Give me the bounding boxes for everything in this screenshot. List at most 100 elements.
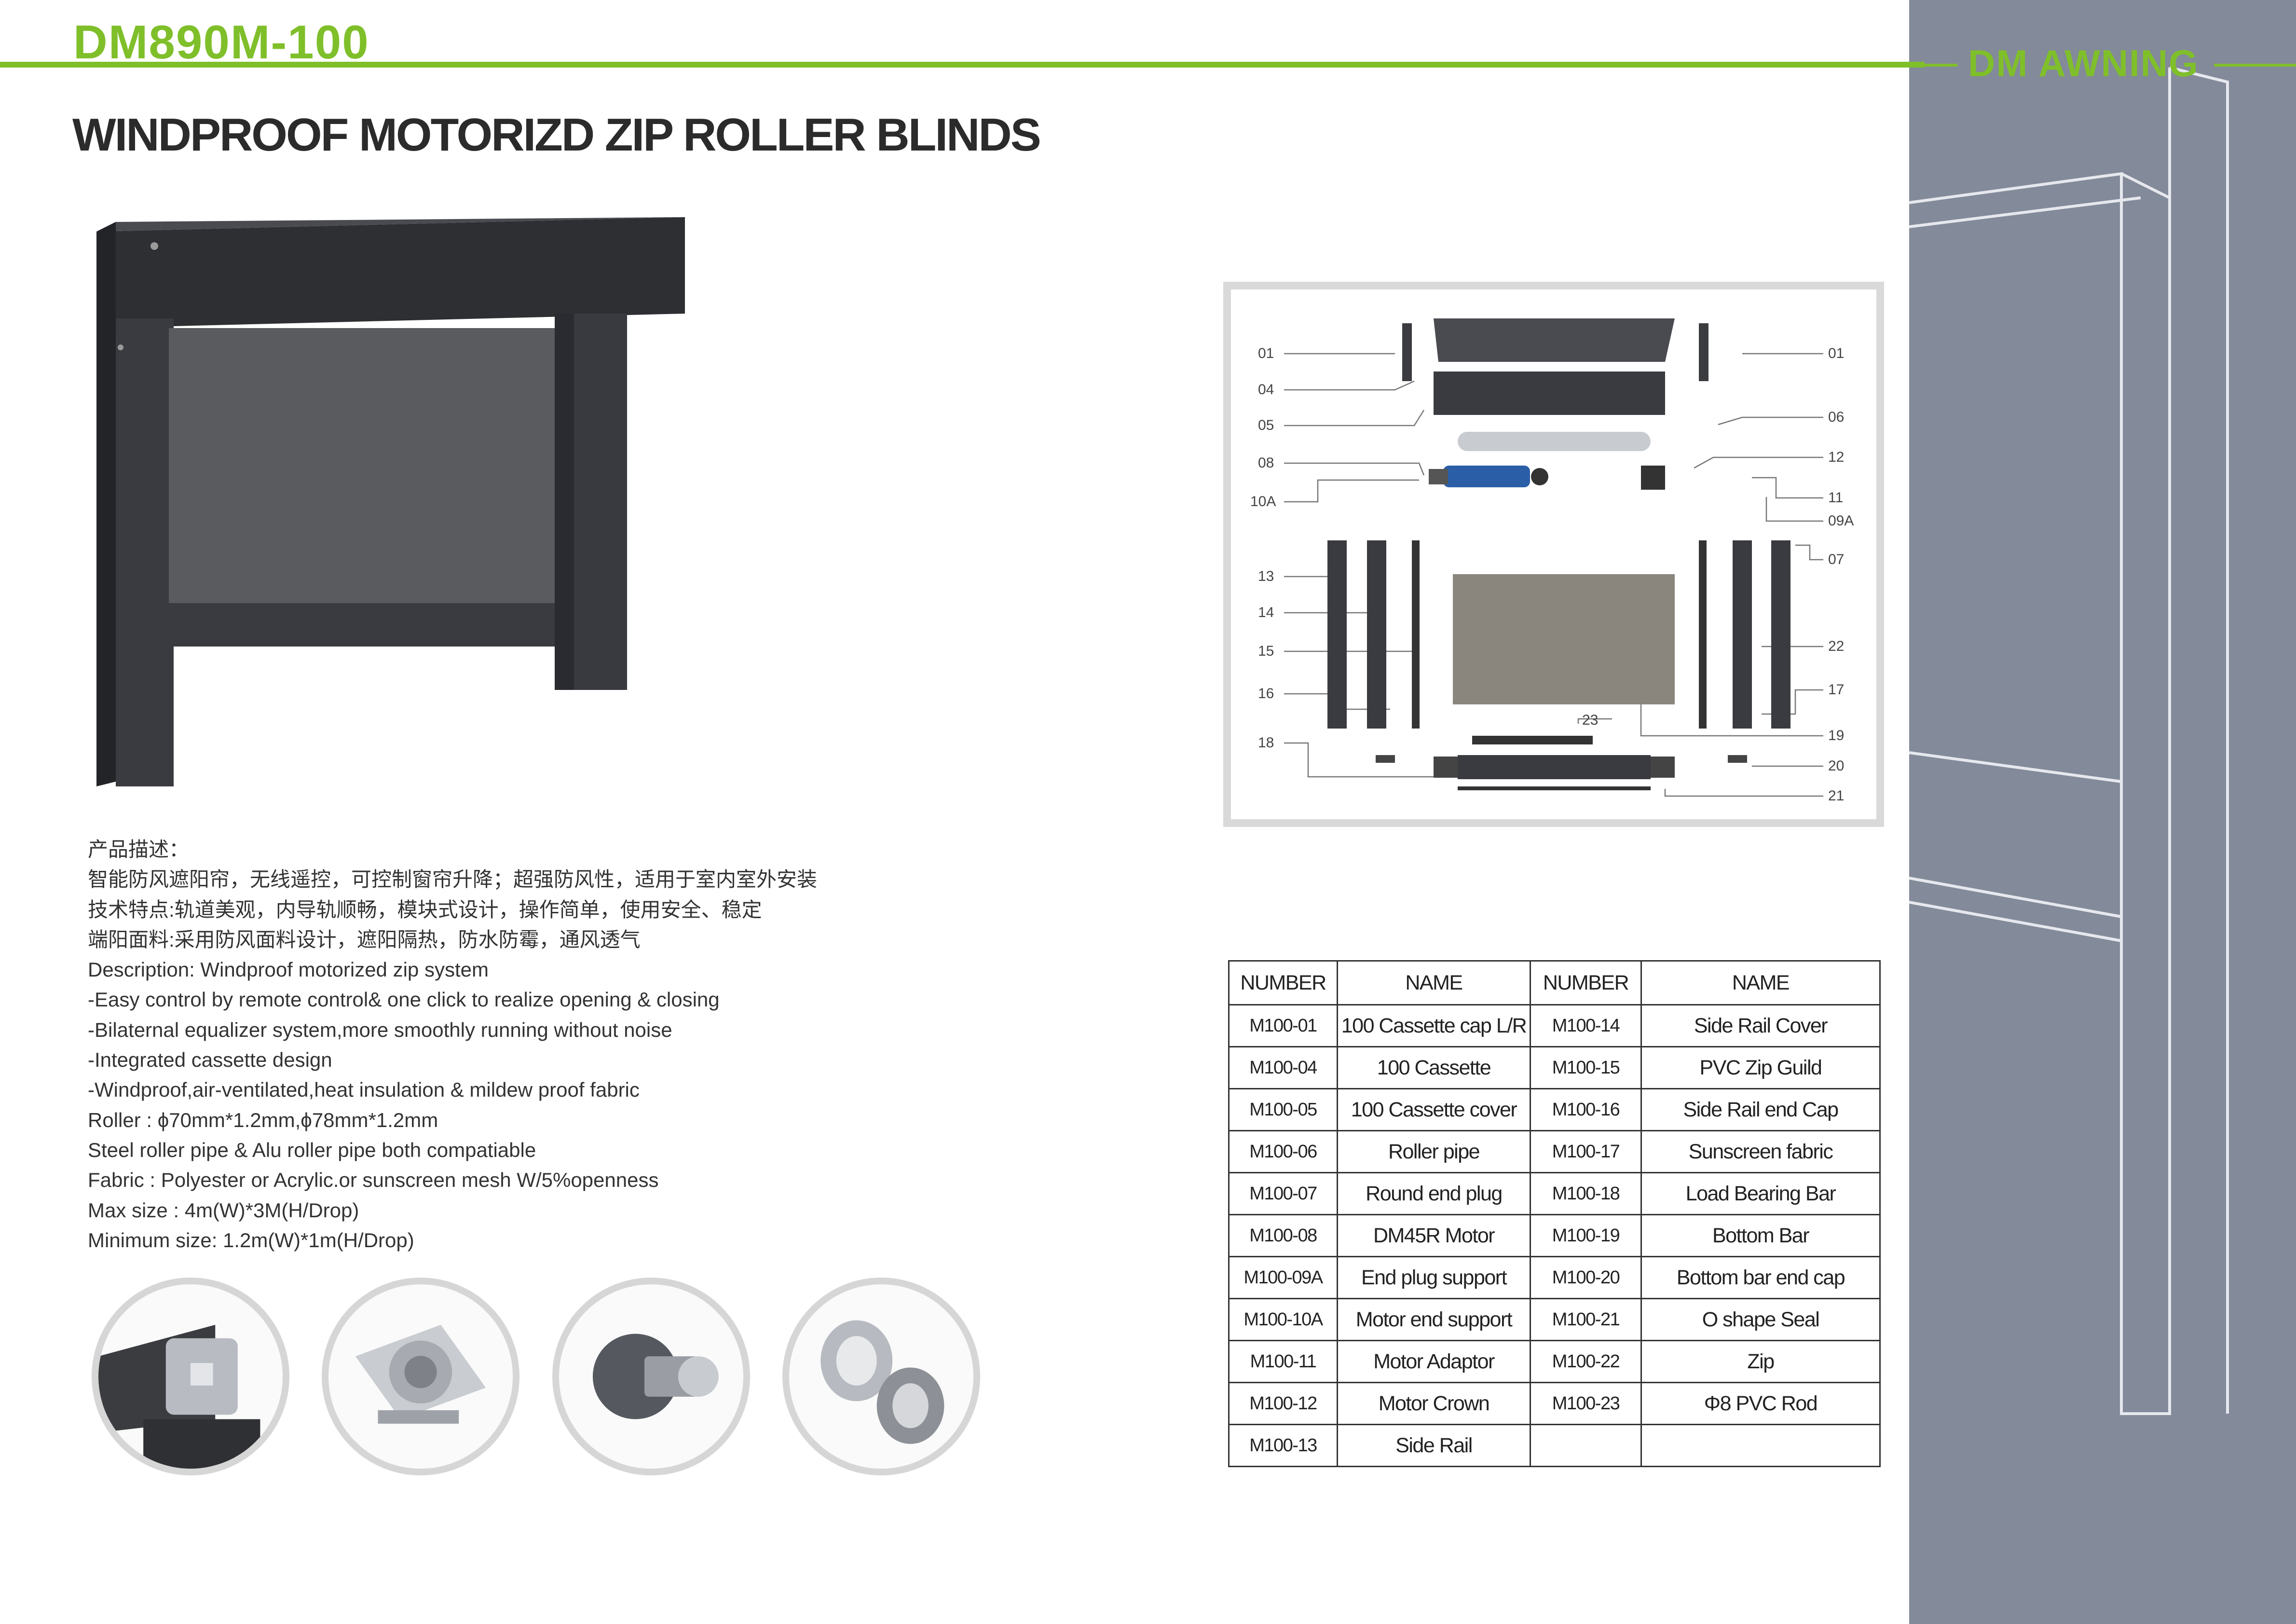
table-row: M100-09A End plug support M100-20 Bottom…	[1228, 1256, 1881, 1299]
exploded-diagram: 01 04 05 08 10A 13 14 15 16 18 01 06 12 …	[1231, 289, 1876, 819]
part-name: 100 Cassette cover	[1337, 1088, 1531, 1131]
part-number: M100-16	[1530, 1088, 1642, 1131]
part-number: M100-11	[1228, 1340, 1338, 1383]
diagram-callout: 05	[1258, 417, 1274, 433]
table-row: M100-04 100 Cassette M100-15 PVC Zip Gui…	[1228, 1046, 1881, 1089]
diagram-callout: 20	[1828, 758, 1845, 774]
description-line: Steel roller pipe & Alu roller pipe both…	[88, 1138, 536, 1161]
part-name: Side Rail end Cap	[1640, 1088, 1881, 1131]
description-line: 端阳面料:采用防风面料设计，遮阳隔热，防水防霉，通风透气	[88, 928, 641, 951]
table-row: M100-08 DM45R Motor M100-19 Bottom Bar	[1228, 1214, 1881, 1257]
part-name: Φ8 PVC Rod	[1640, 1382, 1881, 1425]
diagram-callout: 21	[1828, 788, 1845, 804]
table-row: M100-06 Roller pipe M100-17 Sunscreen fa…	[1228, 1130, 1881, 1173]
table-row: M100-01 100 Cassette cap L/R M100-14 Sid…	[1228, 1004, 1881, 1047]
description-line: 技术特点:轨道美观，内导轨顺畅，模块式设计，操作简单，使用安全、稳定	[88, 898, 762, 921]
diagram-callout: 22	[1828, 638, 1845, 654]
description-line: -Integrated cassette design	[88, 1048, 332, 1072]
diagram-callout: 19	[1828, 728, 1845, 743]
part-number	[1530, 1424, 1642, 1467]
part-number: M100-17	[1530, 1130, 1642, 1173]
table-row: M100-05 100 Cassette cover M100-16 Side …	[1228, 1088, 1881, 1131]
part-name: Bottom bar end cap	[1640, 1256, 1881, 1299]
detail-photo-motor-adaptor	[782, 1278, 980, 1475]
part-number: M100-20	[1530, 1256, 1642, 1299]
header-rule-segment	[1909, 64, 1957, 67]
part-name: Motor end support	[1337, 1298, 1531, 1341]
column-header-name: NAME	[1337, 960, 1531, 1005]
detail-photo-motor-crown	[552, 1278, 750, 1475]
table-row: M100-11 Motor Adaptor M100-22 Zip	[1228, 1340, 1881, 1383]
side-panel-background	[1909, 0, 2296, 1624]
diagram-callout: 11	[1828, 490, 1844, 506]
part-name: 100 Cassette	[1337, 1046, 1531, 1089]
part-name: DM45R Motor	[1337, 1214, 1531, 1257]
part-number: M100-19	[1530, 1214, 1642, 1257]
column-header-name: NAME	[1640, 960, 1881, 1005]
model-code: DM890M-100	[73, 18, 369, 63]
part-number: M100-22	[1530, 1340, 1642, 1383]
part-name: Side Rail	[1337, 1424, 1531, 1467]
diagram-callout: 14	[1258, 605, 1274, 620]
description-line: Fabric : Polyester or Acrylic.or sunscre…	[88, 1169, 659, 1192]
part-number: M100-12	[1228, 1382, 1338, 1425]
diagram-callout: 12	[1828, 449, 1845, 465]
part-number: M100-01	[1228, 1004, 1338, 1047]
column-header-number: NUMBER	[1228, 960, 1338, 1005]
part-name: Side Rail Cover	[1640, 1004, 1881, 1047]
product-image-zip-blind	[96, 217, 685, 786]
header-rule	[0, 62, 1925, 68]
diagram-callout: 08	[1258, 455, 1274, 471]
part-number: M100-07	[1228, 1172, 1338, 1215]
part-number: M100-21	[1530, 1298, 1642, 1341]
part-number: M100-15	[1530, 1046, 1642, 1089]
table-header-row: NUMBER NAME NUMBER NAME	[1228, 960, 1881, 1005]
part-name: Zip	[1640, 1340, 1881, 1383]
diagram-callout: 15	[1258, 643, 1274, 659]
detail-photos	[87, 1278, 1003, 1485]
description-line: -Windproof,air-ventilated,heat insulatio…	[88, 1078, 640, 1101]
part-number: M100-08	[1228, 1214, 1338, 1257]
part-name: O shape Seal	[1640, 1298, 1881, 1341]
description-line: Roller : ϕ70mm*1.2mm,ϕ78mm*1.2mm	[88, 1108, 438, 1131]
exploded-diagram-parts	[1284, 318, 1823, 797]
diagram-callout: 09A	[1828, 513, 1854, 529]
page-title: WINDPROOF MOTORIZD ZIP ROLLER BLINDS	[72, 109, 1041, 161]
description-line: 产品描述：	[88, 838, 190, 861]
diagram-callout: 18	[1258, 735, 1274, 751]
part-name: Roller pipe	[1337, 1130, 1531, 1173]
part-number: M100-09A	[1228, 1256, 1338, 1299]
table-row: M100-07 Round end plug M100-18 Load Bear…	[1228, 1172, 1881, 1215]
diagram-callout: 01	[1828, 345, 1845, 361]
column-header-number: NUMBER	[1530, 960, 1642, 1005]
side-panel-window-illustration	[1909, 66, 2229, 1415]
description-line: 智能防风遮阳帘，无线遥控，可控制窗帘升降；超强防风性，适用于室内室外安装	[88, 868, 818, 891]
table-row: M100-13 Side Rail	[1228, 1424, 1881, 1467]
part-number: M100-06	[1228, 1130, 1338, 1173]
diagram-callout: 16	[1258, 686, 1274, 702]
description-line: Max size : 4m(W)*3M(H/Drop)	[88, 1198, 359, 1222]
part-number: M100-18	[1530, 1172, 1642, 1215]
part-name: Round end plug	[1337, 1172, 1531, 1215]
parts-table: NUMBER NAME NUMBER NAME M100-01 100 Cass…	[1228, 960, 1881, 1467]
part-name: End plug support	[1337, 1256, 1531, 1299]
description-line: -Easy control by remote control& one cli…	[88, 988, 720, 1011]
description-line: Description: Windproof motorized zip sys…	[88, 958, 489, 981]
part-name: 100 Cassette cap L/R	[1337, 1004, 1531, 1047]
part-number: M100-04	[1228, 1046, 1338, 1089]
exploded-diagram-frame: 01 04 05 08 10A 13 14 15 16 18 01 06 12 …	[1223, 282, 1884, 827]
part-name: PVC Zip Guild	[1640, 1046, 1881, 1089]
part-number: M100-13	[1228, 1424, 1338, 1467]
table-row: M100-10A Motor end support M100-21 O sha…	[1228, 1298, 1881, 1341]
part-name: Sunscreen fabric	[1640, 1130, 1881, 1173]
diagram-callout: 13	[1258, 568, 1274, 584]
diagram-callout: 07	[1828, 551, 1845, 567]
part-number: M100-23	[1530, 1382, 1642, 1425]
diagram-callout: 04	[1258, 382, 1274, 398]
header-rule-right	[2214, 64, 2296, 67]
part-name: Motor Adaptor	[1337, 1340, 1531, 1383]
part-name: Bottom Bar	[1640, 1214, 1881, 1257]
part-name: Motor Crown	[1337, 1382, 1531, 1425]
diagram-callout: 06	[1828, 409, 1845, 425]
detail-photo-end-plug	[322, 1278, 519, 1475]
